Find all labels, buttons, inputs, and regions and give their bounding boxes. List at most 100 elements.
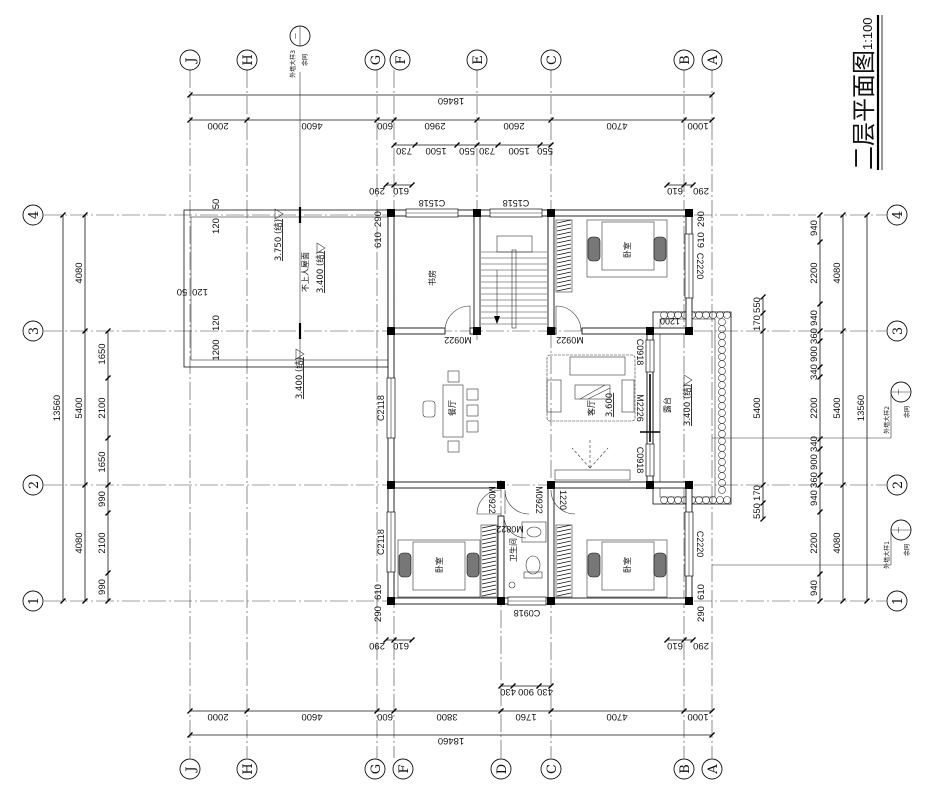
wall-row3 [387, 327, 446, 335]
wardrobe [480, 524, 498, 598]
structural-column [646, 327, 654, 335]
railing-baluster [718, 325, 726, 333]
wardrobe-hatch [556, 251, 572, 256]
label-window-c2220: C2220 [695, 253, 705, 280]
wardrobe-hatch [556, 283, 572, 288]
dimension-tick [105, 328, 111, 334]
dim-top-window: 550 [459, 145, 475, 156]
dimension-tick [474, 142, 480, 148]
dim-left-detail: 990 [97, 491, 108, 507]
dimension-tick [760, 482, 766, 488]
railing-baluster [718, 437, 726, 445]
dim-bottom-chain: 4700 [606, 711, 627, 722]
railing-baluster [718, 367, 726, 375]
window-c2118 [386, 511, 396, 573]
dimension-tick [244, 708, 250, 714]
wall-stair-right [547, 209, 555, 335]
dimension-tick [82, 212, 88, 218]
dimension-tick [817, 446, 823, 452]
svg-text:1: 1 [891, 597, 906, 605]
railing-baluster [718, 360, 726, 368]
wardrobe-hatch [481, 584, 497, 589]
railing-baluster [695, 496, 703, 504]
wardrobe-hatch [556, 223, 572, 228]
terrace-area: 露台 3.400 (结) [652, 311, 732, 505]
dim-roof: 50 [177, 286, 188, 297]
dimension-tick [709, 117, 715, 123]
dimension-tick [817, 239, 823, 245]
dim-right-balcony: 170 [752, 485, 763, 501]
dim-right-detail: 340 [809, 364, 820, 380]
railing-baluster [718, 472, 726, 480]
dim-top-window: 550 [537, 145, 553, 156]
dimension-tick [709, 92, 715, 98]
railing-baluster [674, 496, 682, 504]
dim-right-chain: 5400 [832, 397, 843, 418]
dim-bottom-chain: 4600 [301, 711, 322, 722]
dimension-tick [105, 435, 111, 441]
dimension-tick [391, 708, 397, 714]
wall-row2 [387, 481, 505, 489]
dimension-lines [60, 92, 870, 738]
railing-baluster [723, 496, 731, 504]
dim-top-chain: 4700 [606, 120, 627, 131]
railing-baluster [718, 423, 726, 431]
wardrobe-hatch [481, 576, 497, 581]
label-window-c1518: C1518 [419, 198, 446, 208]
dim-bottom-wall: 610 [393, 640, 409, 651]
elevation-marker [295, 348, 305, 360]
dim-left-wall: 610 [373, 584, 384, 600]
dim-left-wall: 610 [373, 232, 384, 248]
label-door-m2226: M2226 [635, 394, 645, 422]
callout-label: 外墙大样3 [289, 50, 297, 78]
title-text: 二层平面图 [850, 50, 878, 170]
dim-right-chain: 4080 [832, 262, 843, 283]
elevation-marker [316, 242, 326, 254]
wardrobe-hatch [481, 568, 497, 573]
wardrobe-hatch [556, 267, 572, 272]
door-swing-bedroom-bottom-right [550, 489, 576, 515]
railing-baluster [695, 311, 703, 319]
wardrobe-hatch [556, 528, 572, 533]
window-c2220 [684, 233, 694, 299]
svg-text:B: B [678, 55, 693, 65]
dimension-tick [548, 142, 554, 148]
label-window-c0918: C0918 [514, 608, 541, 618]
dim-top-window: 1500 [425, 145, 446, 156]
dimension-tick [817, 338, 823, 344]
callout-detail-2: 一 外墙大样2 余同 [712, 381, 912, 439]
railing-baluster [660, 496, 668, 504]
dimension-tick [187, 92, 193, 98]
door-swing-study [444, 305, 471, 332]
wardrobe-hatch [556, 263, 572, 268]
wardrobe-hatch [481, 544, 497, 549]
dim-top-wall: 290 [693, 185, 709, 196]
dimension-tick [760, 516, 766, 522]
wardrobe-hatch [481, 564, 497, 569]
bed-bottom-right [586, 539, 668, 598]
svg-text:4: 4 [27, 211, 42, 219]
svg-text:D: D [495, 764, 510, 774]
svg-text:4: 4 [891, 211, 906, 219]
railing-baluster [718, 416, 726, 424]
svg-text:2: 2 [891, 481, 906, 489]
doors [444, 305, 582, 539]
railing-baluster [723, 311, 731, 319]
elevation-terrace: 3.400 (结) [682, 384, 693, 426]
room-label-bedroom: 卧室 [622, 557, 632, 573]
room-label-bedroom: 卧室 [622, 242, 632, 258]
dimension-tick [817, 472, 823, 478]
dimension-tick [391, 142, 397, 148]
elevation-roof-edge: 3.750 (结) [273, 219, 284, 261]
callout-label: 外墙大样1 [883, 541, 891, 569]
wardrobe-hatch [556, 287, 572, 292]
stair-handrail [511, 249, 517, 329]
dimension-ticks [60, 92, 870, 738]
dim-right-detail: 900 [809, 346, 820, 362]
railing-baluster [718, 465, 726, 473]
stair-landing-outline [496, 235, 533, 253]
wall-row2 [547, 481, 693, 489]
dimension-tick [817, 482, 823, 488]
dimension-texts-top: 18460 2000 4600 600 2960 2600 4700 1000 … [207, 95, 709, 196]
structural-column [387, 481, 395, 489]
